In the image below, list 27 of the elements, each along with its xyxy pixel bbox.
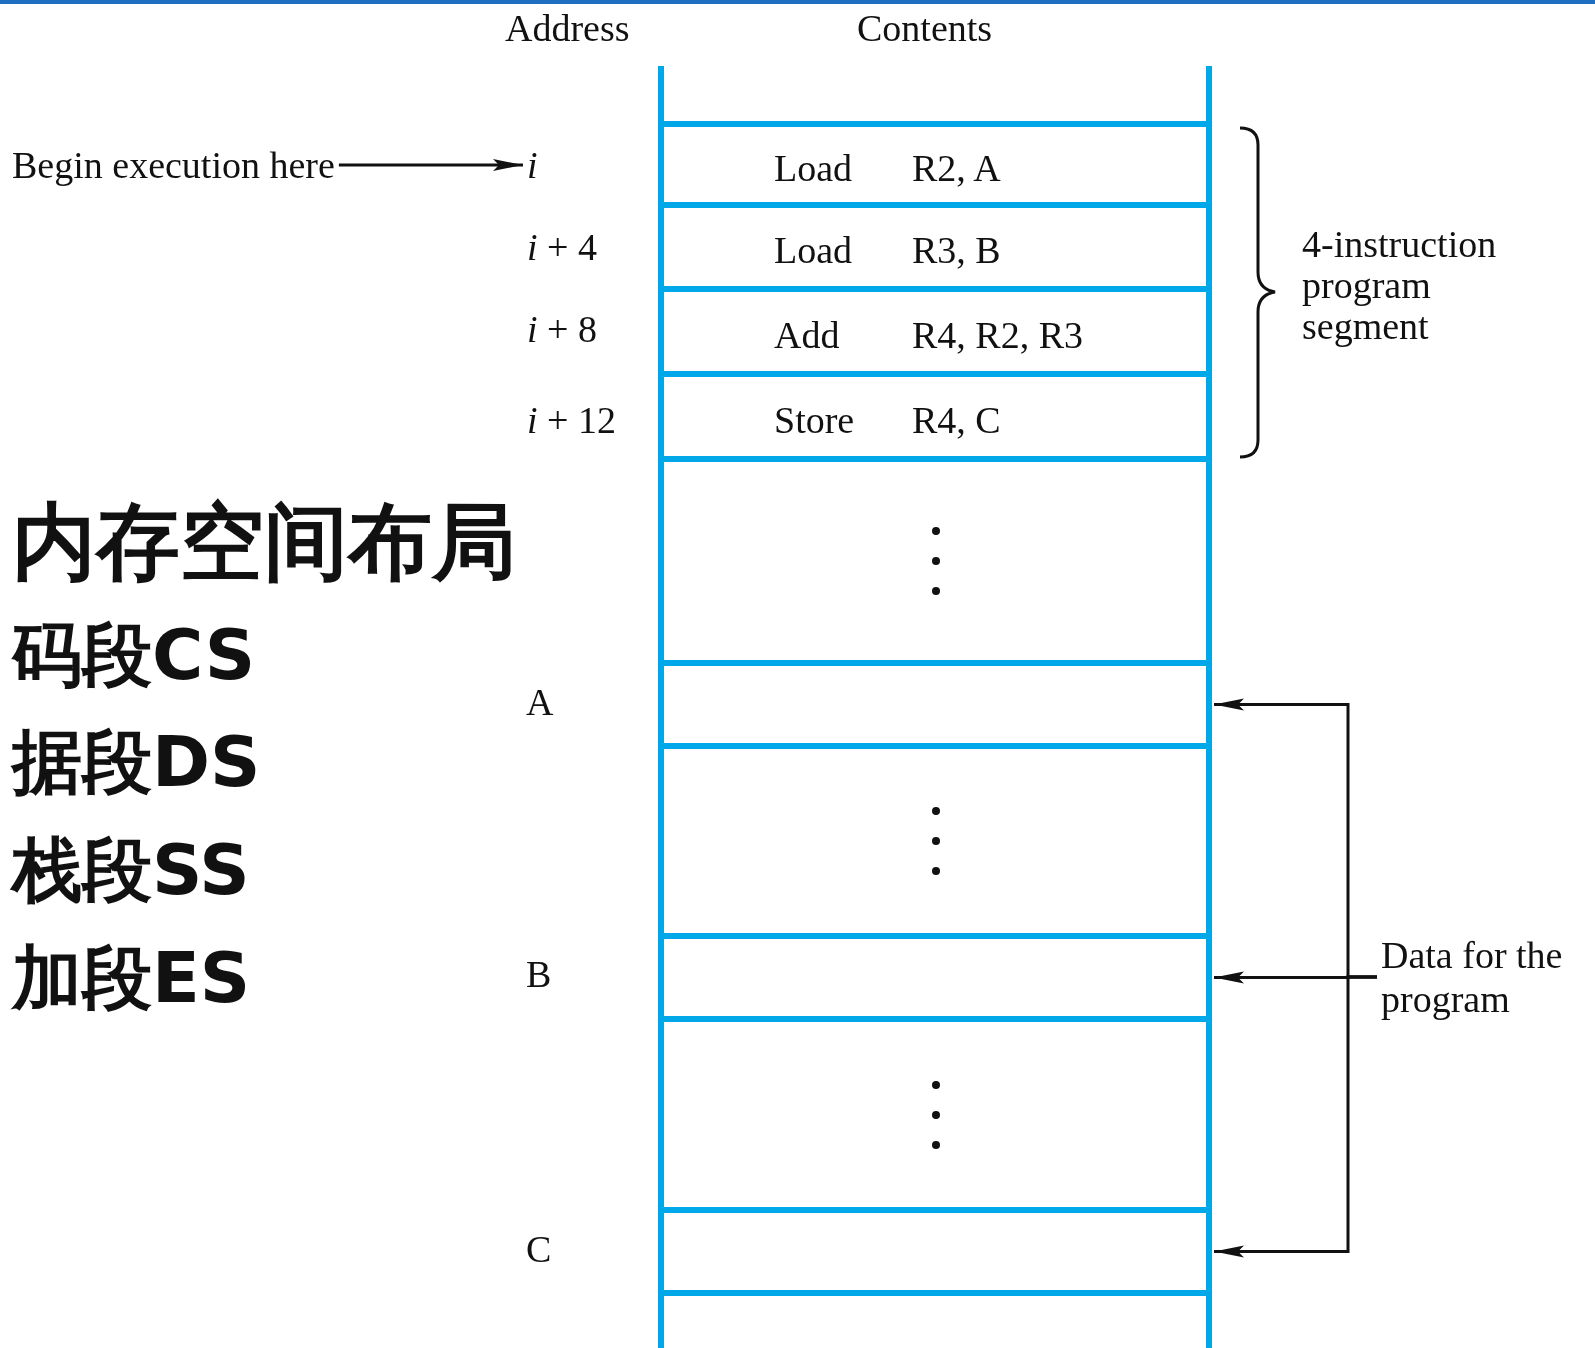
arrow (338, 159, 523, 171)
address-label: i + 4 (527, 225, 597, 269)
segment-label: 栈段SS (9, 830, 250, 911)
column-heading: Contents (857, 6, 993, 50)
address-label: i + 8 (527, 307, 597, 351)
column-heading: Address (505, 6, 630, 50)
heading: 内存空间布局 (11, 494, 516, 591)
arrow (1214, 975, 1377, 1258)
address-label: B (526, 952, 552, 996)
annotation-text: Begin execution here (12, 143, 335, 187)
instruction-text: Load (774, 228, 853, 272)
address-label: C (526, 1227, 552, 1271)
bracket-label: 4-instruction program segment (1302, 224, 1498, 347)
segment-label: 加段ES (9, 938, 251, 1019)
operand-text: R4, C (912, 397, 1001, 442)
segment-label: 码段CS (10, 615, 256, 696)
instruction-text: Load (774, 145, 853, 190)
segment-label: 据段DS (9, 722, 261, 803)
address-label: i (527, 143, 538, 187)
annotation-text: Data for the program (1381, 933, 1566, 1021)
instruction-text: Add (774, 312, 840, 357)
address-label: i + 12 (527, 398, 616, 442)
operand-text: R4, R2, R3 (912, 312, 1084, 357)
address-label: A (526, 680, 554, 724)
operand-text: R3, B (912, 228, 1001, 272)
operand-text: R2, A (912, 145, 1001, 190)
instruction-text: Store (774, 397, 855, 442)
